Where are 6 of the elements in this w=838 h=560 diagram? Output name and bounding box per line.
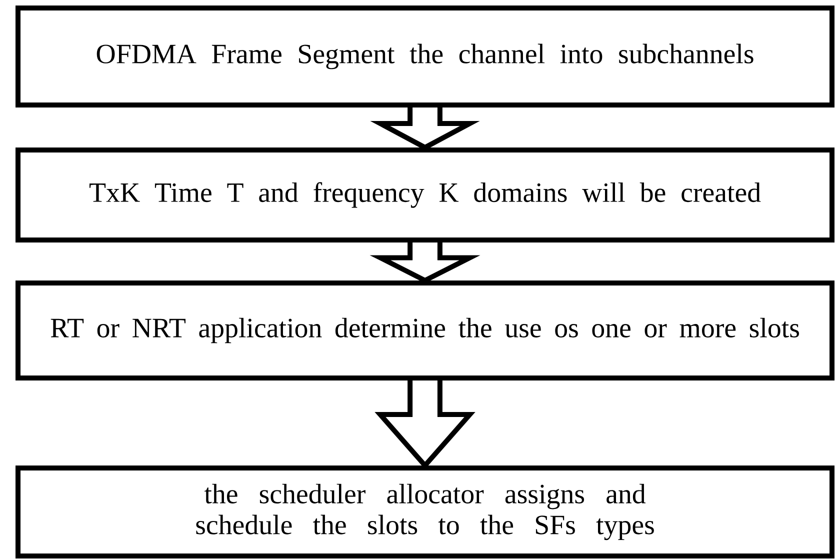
process-box: OFDMA Frame Segment the channel into subchannels xyxy=(16,6,834,108)
process-box: TxK Time T and frequency K domains will be created xyxy=(16,148,834,242)
process-box: the scheduler allocator assigns and schedule the slots to the SFs types xyxy=(16,466,834,558)
block-arrow xyxy=(370,240,480,284)
block-arrow xyxy=(370,105,480,150)
process-box: RT or NRT application determine the use os one or more slots xyxy=(16,280,834,380)
